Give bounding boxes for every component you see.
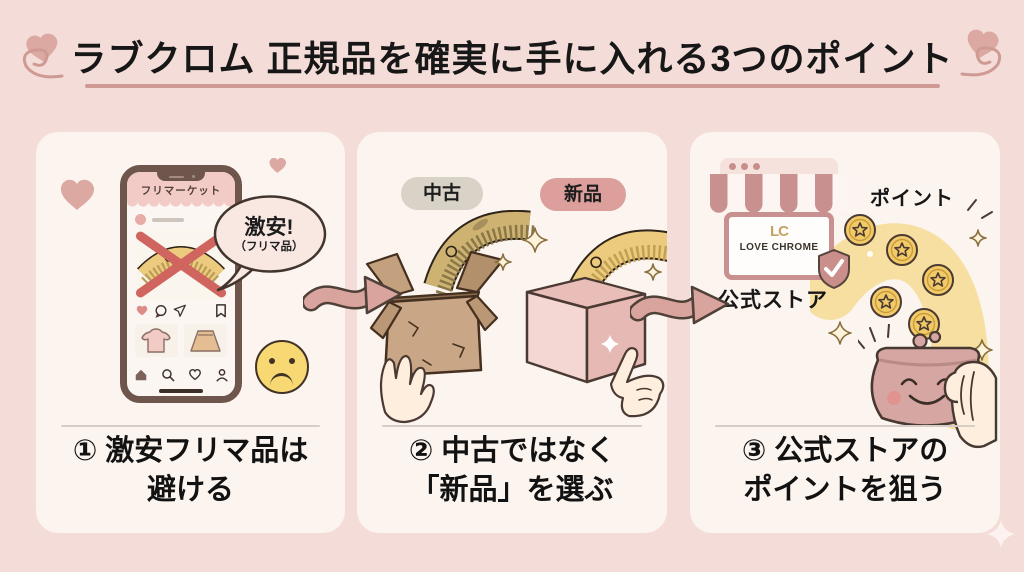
purse-smile [908, 394, 946, 405]
caption-2: ② 中古ではなく 「新品」を選ぶ [408, 435, 616, 507]
sparkle-icons [828, 229, 993, 361]
comment-icon [155, 305, 167, 318]
store-logo-monogram: LC [770, 223, 789, 240]
pointing-hand [609, 347, 665, 418]
old-comb [423, 210, 535, 297]
title-underline [85, 84, 940, 88]
old-box [365, 250, 505, 378]
store-sign: LC LOVE CHROME [724, 212, 834, 280]
page-title: ラブクロム 正規品を確実に手に入れる3つのポイント [70, 38, 954, 79]
corner-sparkle-icon [987, 520, 1015, 548]
boxes-illustration [365, 210, 667, 424]
post-image-comb [134, 229, 228, 300]
caption-divider [60, 425, 321, 427]
star-coins [844, 214, 954, 340]
panel-official-store: LC LOVE CHROME 公式ストア ポイント [690, 132, 1000, 533]
phone-navbar [127, 364, 235, 386]
sparkle-icons [494, 227, 662, 281]
post-username-placeholder [152, 218, 184, 222]
heart-flourish-right-icon [960, 29, 1002, 77]
caption-divider [381, 425, 643, 427]
thumbnail-sweater [135, 324, 178, 357]
sweater-icon [141, 328, 171, 353]
emphasis-lines [858, 324, 890, 349]
smartphone: フリマーケット [120, 165, 242, 403]
speech-bubble: 激安! （フリマ品） [212, 194, 330, 298]
shield-check-icon [818, 249, 850, 289]
favorites-heart-icon [188, 369, 201, 381]
profile-icon [215, 369, 228, 382]
points-label: ポイント [870, 188, 954, 210]
reaching-hand [379, 354, 435, 424]
emphasis-lines [967, 199, 993, 219]
panel-fleamarket: フリマーケット [36, 132, 345, 533]
share-icon [173, 304, 186, 317]
gold-arc [810, 223, 989, 430]
home-indicator [159, 389, 203, 393]
label-used: 中古 [401, 177, 483, 210]
store-logo-name: LOVE CHROME [739, 242, 819, 253]
points-flow-illustration [810, 199, 993, 430]
panel-used-vs-new: 中古 新品 [357, 132, 667, 533]
bookmark-icon [216, 304, 226, 318]
like-heart-icon [136, 305, 148, 316]
coin-purse-illustration [858, 324, 998, 449]
arrow-right-icon [630, 285, 730, 325]
heart-icon [60, 179, 95, 210]
speech-bubble-shape [213, 195, 327, 292]
search-icon [161, 369, 174, 382]
bubble-text-flea-item: （フリマ品） [234, 241, 304, 253]
phone-notch [157, 172, 205, 181]
store-awning [710, 174, 850, 213]
thumbnail-skirt [184, 324, 227, 357]
purse-cheek [887, 391, 901, 405]
post-action-icons [135, 304, 227, 318]
skirt-icon [190, 330, 221, 352]
app-header-scallop [127, 202, 235, 209]
caption-divider [714, 425, 976, 427]
post-avatar [135, 214, 146, 225]
arrow-right-icon [303, 275, 403, 315]
heart-flourish-left-icon [22, 33, 64, 79]
caption-3: ③ 公式ストアの ポイントを狙う [741, 435, 949, 507]
heart-small-icon [269, 157, 287, 173]
sad-face-icon [255, 340, 309, 394]
caption-1: ① 激安フリマ品は 避ける [72, 435, 309, 507]
label-new: 新品 [540, 178, 626, 211]
bubble-text-bargain: 激安! [244, 216, 294, 239]
home-icon [135, 369, 146, 381]
store-topbar [720, 158, 838, 175]
official-store-label: 公式ストア [718, 289, 828, 312]
